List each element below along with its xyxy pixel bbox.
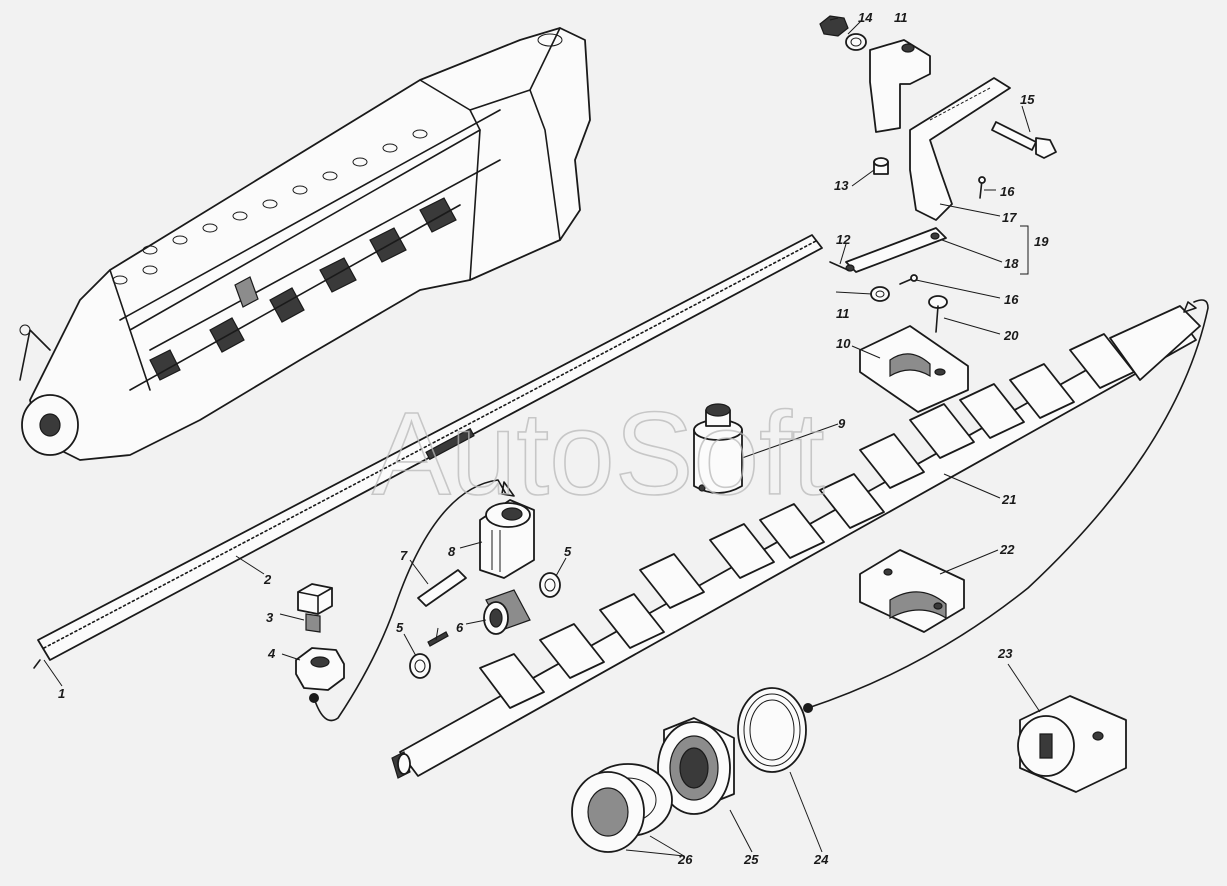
- callout-26: 26: [677, 852, 693, 867]
- washer-5-right: [539, 572, 561, 598]
- callout-10: 10: [836, 336, 851, 351]
- seal-24: [737, 687, 807, 773]
- nut-4: [295, 647, 345, 691]
- bearing-cap-22: [859, 549, 965, 633]
- housing-internal-cams: [129, 197, 461, 391]
- screw-20: [928, 295, 948, 333]
- housing-holes: [112, 33, 563, 285]
- guide-9: [693, 403, 743, 494]
- camshaft-21: [391, 305, 1201, 779]
- callout-24: 24: [813, 852, 829, 867]
- callout-25: 25: [743, 852, 759, 867]
- sleeve-8: [479, 499, 535, 579]
- bearing-cap-10: [859, 325, 969, 413]
- callout-1: 1: [58, 686, 65, 701]
- screw-13: [873, 157, 889, 175]
- callout-labels: 1 2 3 4 5 5 6 7 8 9 10 11 11 12 13 14 15…: [58, 10, 1049, 867]
- callout-11a: 11: [894, 10, 908, 25]
- leader-lines: [43, 17, 1041, 857]
- callout-2: 2: [263, 572, 272, 587]
- callout-7: 7: [400, 548, 408, 563]
- camshaft-lobes: [479, 333, 1135, 709]
- callout-16b: 16: [1004, 292, 1019, 307]
- control-rack: [33, 234, 823, 669]
- callout-17: 17: [1002, 210, 1017, 225]
- callout-19: 19: [1034, 234, 1049, 249]
- pin-7: [417, 569, 467, 607]
- nut-14: [819, 15, 849, 37]
- washer-11-mid: [870, 286, 890, 302]
- callout-15: 15: [1020, 92, 1035, 107]
- drive-flange: [19, 324, 79, 456]
- lever-bracket: [869, 39, 931, 133]
- screw-12: [829, 261, 849, 271]
- washers-26: [571, 763, 673, 853]
- pin-16-top: [978, 176, 986, 199]
- pump-housing: [19, 27, 591, 461]
- washer-5-left: [409, 653, 431, 679]
- callout-13: 13: [834, 178, 849, 193]
- callout-6: 6: [456, 620, 464, 635]
- callout-22: 22: [999, 542, 1015, 557]
- pin-16-mid: [899, 274, 918, 285]
- watermark-text: AutoSoft: [372, 388, 825, 520]
- callout-21: 21: [1001, 492, 1016, 507]
- coupling-23: [1017, 695, 1127, 793]
- callout-16a: 16: [1000, 184, 1015, 199]
- callout-12: 12: [836, 232, 851, 247]
- assembly-paths: [309, 299, 1209, 722]
- callout-4: 4: [267, 646, 276, 661]
- callout-5b: 5: [564, 544, 572, 559]
- callout-9: 9: [838, 416, 846, 431]
- bolt-15: [991, 121, 1057, 159]
- washer-11-top: [845, 33, 867, 51]
- callout-14: 14: [858, 10, 873, 25]
- bearing-25: [657, 717, 735, 815]
- callout-3: 3: [266, 610, 274, 625]
- pin-1: [427, 631, 449, 647]
- callout-11b: 11: [836, 306, 850, 321]
- lever-17: [909, 77, 1011, 221]
- callout-20: 20: [1003, 328, 1019, 343]
- callout-18: 18: [1004, 256, 1019, 271]
- bushing-6: [483, 589, 531, 635]
- callout-23: 23: [997, 646, 1013, 661]
- callout-8: 8: [448, 544, 456, 559]
- bolt-3: [297, 583, 333, 633]
- callout-5a: 5: [396, 620, 404, 635]
- link-18: [845, 227, 947, 273]
